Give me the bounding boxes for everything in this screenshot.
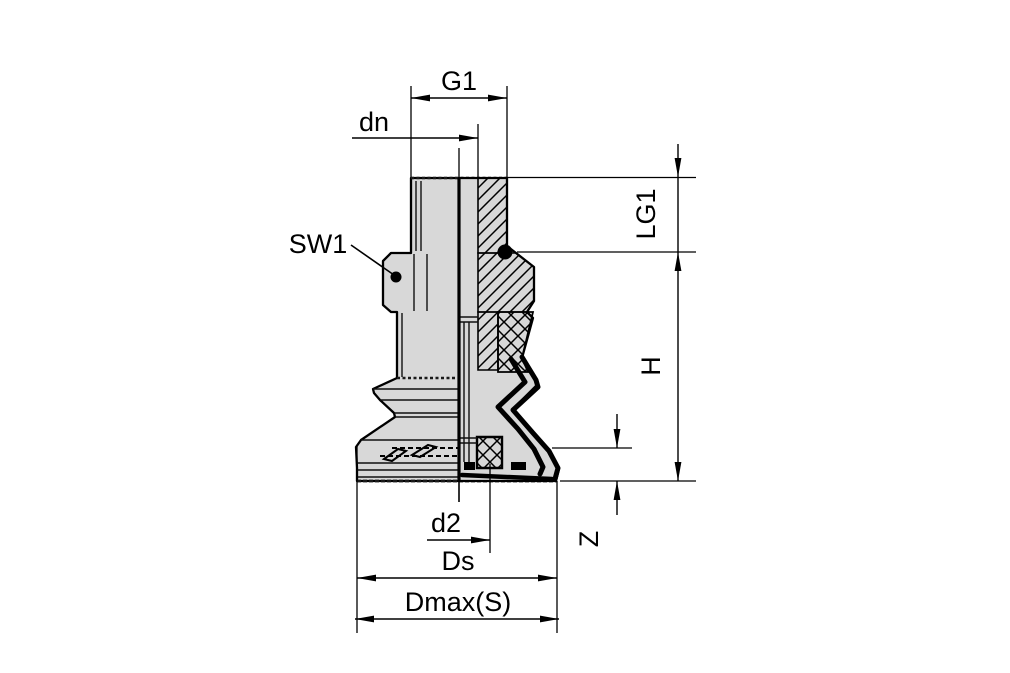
sw1-leader-line xyxy=(350,244,395,276)
insert-detail-block-left xyxy=(464,462,475,470)
nut-section-hatch xyxy=(477,252,535,313)
dimension-ds: Ds xyxy=(357,546,557,582)
dimension-z: Z xyxy=(574,414,621,548)
outside-detail-lines xyxy=(357,181,459,478)
insert-section-hatch xyxy=(477,311,499,371)
dimension-label-sw1: SW1 xyxy=(289,229,348,259)
dimension-g1: G1 xyxy=(411,66,507,102)
fitting-section-hatch xyxy=(477,177,508,254)
bellows-wall-outer xyxy=(510,354,561,482)
insert-detail-block-right xyxy=(511,462,526,470)
dimension-lg1: LG1 xyxy=(631,144,682,252)
dimension-sw1: SW1 xyxy=(289,229,402,283)
dimension-label-lg1: LG1 xyxy=(631,188,661,239)
dimension-label-z: Z xyxy=(574,531,604,548)
bellows-wall-inner xyxy=(495,356,546,477)
dimension-label-g1: G1 xyxy=(441,66,477,96)
dimension-label-h: H xyxy=(636,356,666,376)
outside-silhouette xyxy=(354,176,461,483)
rubber-center-crosshatch xyxy=(475,435,504,470)
dimension-label-d2: d2 xyxy=(431,508,461,538)
dimension-label-ds: Ds xyxy=(442,546,475,576)
dimension-label-dn: dn xyxy=(359,107,389,137)
sealing-ring-dot xyxy=(497,244,513,260)
dimension-h: H xyxy=(636,252,682,481)
sw1-leader-dot xyxy=(390,271,402,283)
part-section-view xyxy=(457,176,561,483)
bore-detail-lines xyxy=(459,316,478,462)
dimension-dn: dn xyxy=(352,107,478,142)
dimension-dmax: Dmax(S) xyxy=(355,587,559,623)
dimension-label-dmax: Dmax(S) xyxy=(405,587,512,617)
sealing-lip-section xyxy=(459,472,555,482)
dimension-d2: d2 xyxy=(427,508,490,544)
disc-cleats xyxy=(380,443,459,463)
